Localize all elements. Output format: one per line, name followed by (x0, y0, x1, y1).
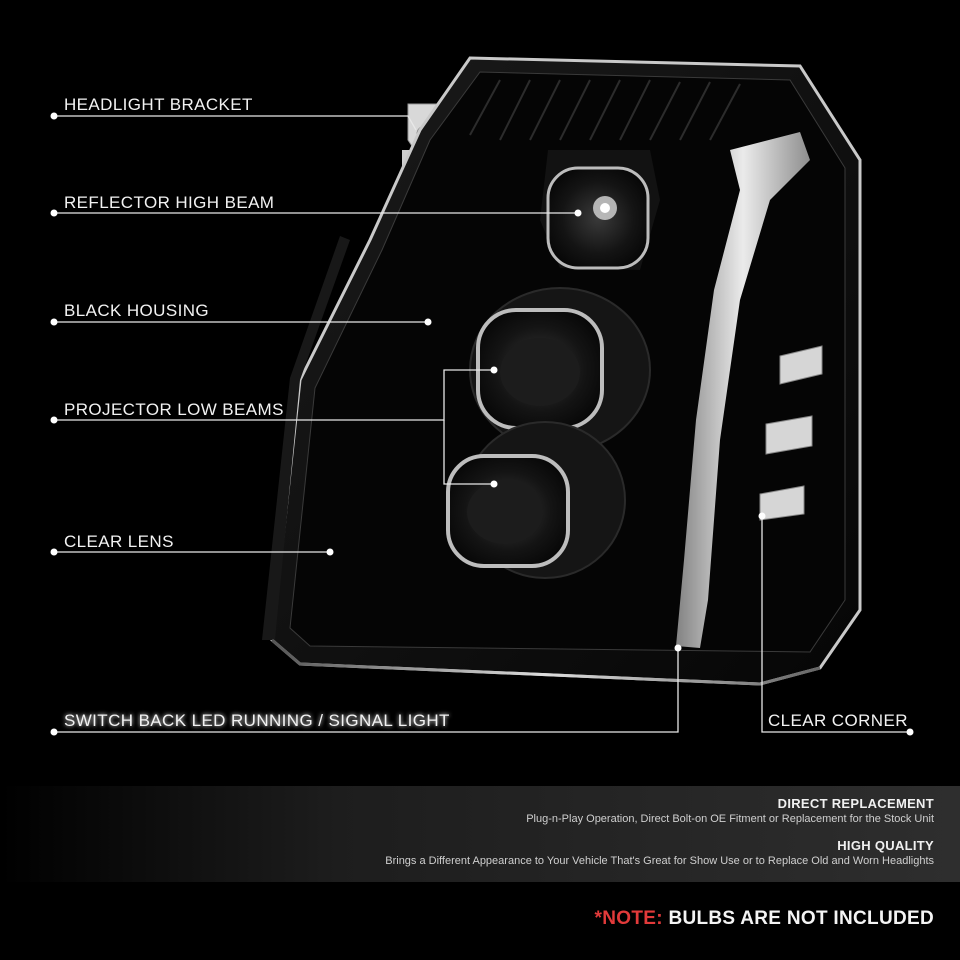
projector-low-beam-lower (446, 421, 626, 579)
note-prefix: *NOTE: (594, 908, 663, 929)
switchback-led-bar (676, 132, 810, 648)
callout-dots (50, 112, 914, 736)
feature-direct-replacement: DIRECT REPLACEMENT Plug-n-Play Operation… (526, 796, 934, 825)
callout-reflector-high-beam: REFLECTOR HIGH BEAM (64, 193, 275, 212)
note-text: BULBS ARE NOT INCLUDED (668, 908, 934, 929)
callout-leader-lines (54, 115, 910, 733)
reflector-high-beam (540, 150, 660, 270)
feature-description: Brings a Different Appearance to Your Ve… (385, 855, 934, 867)
callout-black-housing: BLACK HOUSING (64, 301, 210, 320)
callout-clear-lens: CLEAR LENS (64, 532, 174, 551)
projector-low-beam-upper (469, 287, 651, 453)
callout-projector-low-beams: PROJECTOR LOW BEAMS (64, 400, 284, 419)
callout-switch-back-led: SWITCH BACK LED RUNNING / SIGNAL LIGHT (64, 711, 450, 730)
bulbs-not-included-note: *NOTE: BULBS ARE NOT INCLUDED (595, 908, 934, 930)
feature-title: DIRECT REPLACEMENT (777, 796, 934, 811)
clear-corner-reflectors (759, 345, 823, 521)
callout-headlight-bracket: HEADLIGHT BRACKET (64, 95, 253, 114)
feature-description: Plug-n-Play Operation, Direct Bolt-on OE… (526, 813, 934, 825)
callout-clear-corner: CLEAR CORNER (768, 711, 908, 730)
feature-title: HIGH QUALITY (837, 838, 934, 853)
feature-info-band: DIRECT REPLACEMENT Plug-n-Play Operation… (0, 786, 960, 882)
feature-high-quality: HIGH QUALITY Brings a Different Appearan… (385, 838, 934, 867)
lens-bottom-edge (271, 638, 821, 686)
